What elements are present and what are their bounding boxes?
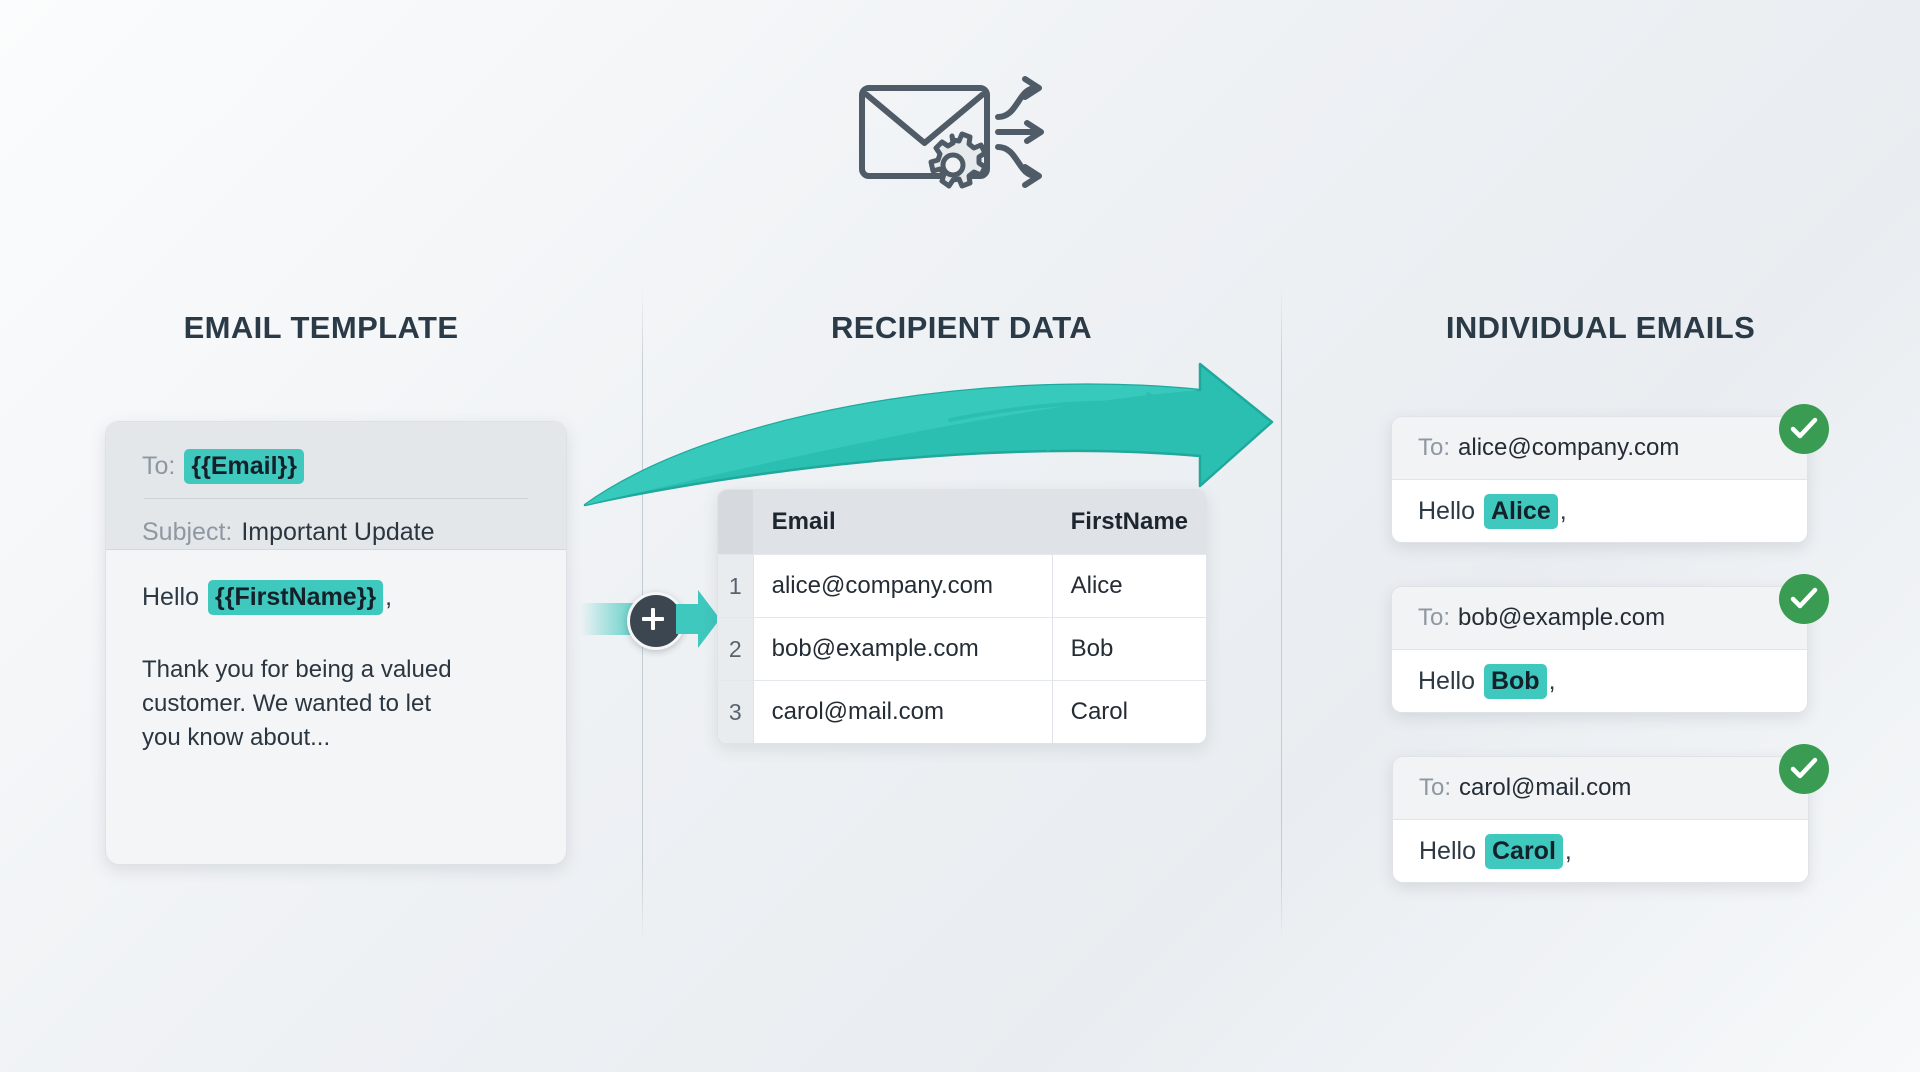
merge-plus-button[interactable] [627,592,685,650]
row-index: 3 [718,680,754,743]
email-card-header: To: alice@company.com [1392,417,1807,480]
email-card-header: To: carol@mail.com [1393,757,1808,820]
table-row[interactable]: 2 bob@example.com Bob [718,617,1206,681]
template-to-label: To: [142,451,176,480]
email-card-body: Hello Carol , [1393,820,1808,882]
email-to-address: alice@company.com [1458,434,1680,461]
email-template-card: To: {{Email}} Subject: Important Update … [105,421,567,865]
template-to-token: {{Email}} [184,448,304,484]
column-divider-right [1281,288,1282,943]
template-greeting-comma: , [385,583,393,611]
email-to-label: To: [1418,434,1451,461]
template-subject-row: Subject: Important Update [142,510,530,554]
email-to-address: carol@mail.com [1459,774,1632,801]
email-greeting-comma: , [1548,666,1556,695]
email-to-address: bob@example.com [1458,604,1666,631]
template-to-row: To: {{Email}} [142,444,530,488]
row-email: alice@company.com [753,554,1053,618]
envelope-gear-distribute-icon [855,70,1065,195]
template-greeting: Hello {{FirstName}} , [142,580,530,615]
email-merged-name: Carol [1484,833,1563,869]
email-card-body: Hello Alice , [1392,480,1807,542]
row-email: bob@example.com [753,617,1053,681]
email-greeting-comma: , [1564,836,1572,865]
email-merged-name: Alice [1483,493,1558,529]
row-index: 2 [718,617,754,681]
template-divider [144,498,528,499]
table-header-firstname: FirstName [1052,490,1206,555]
template-paragraph: Thank you for being a valued customer. W… [142,656,452,752]
template-body: Hello {{FirstName}} , Thank you for bein… [106,550,566,786]
email-merged-name: Bob [1483,663,1547,699]
table-row[interactable]: 3 carol@mail.com Carol [718,680,1206,743]
merge-right-arrow-icon [674,588,722,650]
table-header-email: Email [753,490,1053,555]
check-circle-icon [1779,404,1829,454]
email-greeting-word: Hello [1418,496,1475,525]
email-greeting-comma: , [1559,496,1567,525]
row-index: 1 [718,554,754,618]
email-card-header: To: bob@example.com [1392,587,1807,650]
row-firstname: Alice [1052,554,1206,618]
template-header: To: {{Email}} Subject: Important Update [106,422,566,550]
individual-email-card: To: bob@example.com Hello Bob , [1391,586,1808,713]
section-title-individual-emails: INDIVIDUAL EMAILS [1445,310,1756,345]
individual-email-card: To: alice@company.com Hello Alice , [1391,416,1808,543]
email-to-label: To: [1419,774,1452,801]
template-subject-value: Important Update [241,517,435,546]
individual-email-card: To: carol@mail.com Hello Carol , [1392,756,1809,883]
table-row[interactable]: 1 alice@company.com Alice [718,554,1206,618]
check-circle-icon [1779,574,1829,624]
recipient-data-table: Email FirstName 1 alice@company.com Alic… [717,489,1207,744]
email-greeting-word: Hello [1418,666,1475,695]
email-to-label: To: [1418,604,1451,631]
row-firstname: Bob [1052,617,1206,681]
template-greeting-word: Hello [142,583,199,611]
check-circle-icon [1779,744,1829,794]
section-title-email-template: EMAIL TEMPLATE [183,310,459,345]
email-greeting-word: Hello [1419,836,1476,865]
template-firstname-token: {{FirstName}} [207,580,384,615]
row-email: carol@mail.com [753,680,1053,743]
table-header-row: Email FirstName [718,490,1206,555]
row-firstname: Carol [1052,680,1206,743]
template-subject-label: Subject: [142,517,233,546]
section-title-recipient-data: RECIPIENT DATA [830,310,1093,345]
email-card-body: Hello Bob , [1392,650,1807,712]
table-header-index [718,490,754,555]
